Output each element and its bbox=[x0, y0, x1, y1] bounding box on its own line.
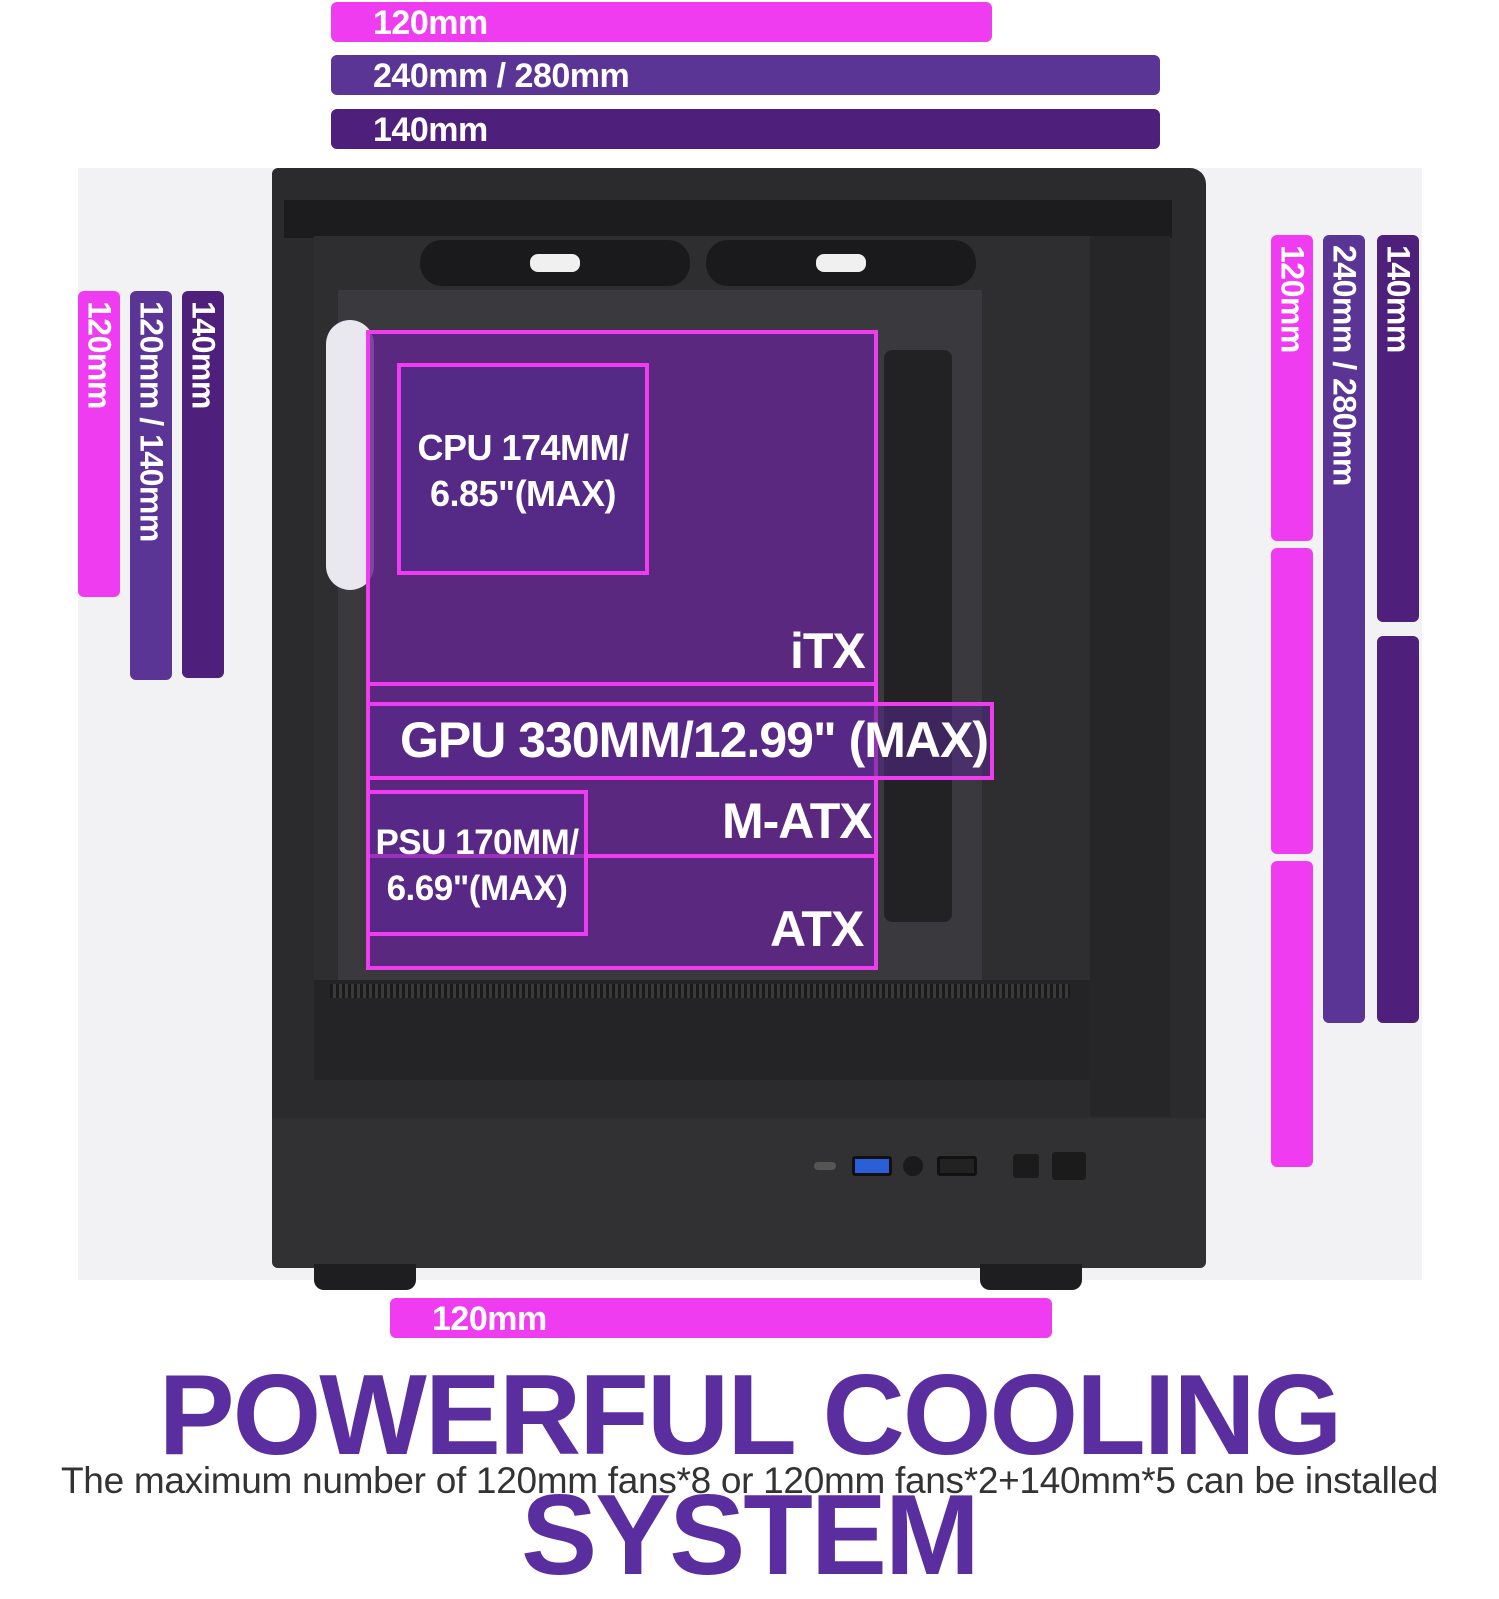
matx-label: M-ATX bbox=[722, 793, 873, 849]
fan-hub-icon bbox=[816, 254, 866, 272]
side-fan-bar-240-280: 240mm / 280mm bbox=[1323, 235, 1365, 1023]
usb-c-port-icon bbox=[814, 1162, 836, 1170]
top-fan-bar-140-right bbox=[732, 109, 1160, 149]
top-fan-bar-120-right bbox=[644, 2, 992, 42]
side-fan-label-140: 140mm bbox=[1380, 245, 1417, 353]
cpu-clearance-box: CPU 174MM/ 6.85"(MAX) bbox=[397, 363, 649, 575]
cpu-clearance-line1: CPU 174MM/ bbox=[417, 427, 629, 468]
bottom-fan-bar-120-right bbox=[704, 1298, 1052, 1338]
usb2-port-icon bbox=[937, 1156, 977, 1176]
rear-fan-label-120: 120mm bbox=[81, 301, 118, 409]
side-fan-bar-140-1: 140mm bbox=[1377, 235, 1419, 622]
page-subtitle: The maximum number of 120mm fans*8 or 12… bbox=[61, 1460, 1438, 1501]
case-front-frame bbox=[1090, 236, 1170, 1116]
itx-boundary bbox=[366, 682, 878, 686]
power-button-icon bbox=[1052, 1152, 1086, 1180]
usb3-port-icon bbox=[852, 1156, 892, 1176]
top-fan-label-240-280: 240mm / 280mm bbox=[373, 57, 630, 95]
case-foot-right bbox=[980, 1264, 1082, 1290]
top-fan-bar-120-left: 120mm bbox=[331, 2, 679, 42]
side-fan-label-120: 120mm bbox=[1274, 245, 1311, 353]
fan-hub-icon bbox=[530, 254, 580, 272]
bottom-fan-bar-120-left: 120mm bbox=[390, 1298, 738, 1338]
matx-boundary bbox=[366, 854, 878, 858]
top-fan-label-140: 140mm bbox=[373, 111, 488, 149]
reset-button-icon bbox=[1013, 1154, 1039, 1178]
atx-label: ATX bbox=[770, 901, 864, 957]
case-top-rail bbox=[284, 200, 1172, 238]
rear-fan-bar-120-140: 120mm / 140mm bbox=[130, 291, 172, 680]
psu-clearance-line2: 6.69"(MAX) bbox=[386, 869, 568, 908]
top-fan-1 bbox=[420, 240, 690, 286]
cpu-clearance-line2: 6.85"(MAX) bbox=[429, 473, 617, 514]
rear-fan-label-140: 140mm bbox=[185, 301, 222, 409]
side-fan-bar-120-3 bbox=[1271, 861, 1313, 1167]
front-io-panel bbox=[272, 1118, 1206, 1268]
rear-fan-bar-140: 140mm bbox=[182, 291, 224, 678]
audio-jack-icon bbox=[903, 1156, 923, 1176]
gpu-clearance-label: GPU 330MM/12.99" (MAX) bbox=[400, 712, 989, 768]
cable-management-slot bbox=[884, 350, 952, 922]
case-foot-left bbox=[314, 1264, 416, 1290]
psu-clearance-line1: PSU 170MM/ bbox=[375, 823, 579, 862]
rear-fan-label-120-140: 120mm / 140mm bbox=[133, 301, 170, 542]
top-fan-label-120: 120mm bbox=[373, 4, 488, 42]
side-fan-bar-120-1: 120mm bbox=[1271, 235, 1313, 541]
psu-clearance-box: PSU 170MM/ 6.69"(MAX) bbox=[366, 790, 588, 936]
side-fan-bar-140-2 bbox=[1377, 636, 1419, 1023]
top-fan-bar-140-left: 140mm bbox=[331, 109, 760, 149]
itx-label: iTX bbox=[790, 623, 866, 679]
side-fan-bar-120-2 bbox=[1271, 548, 1313, 854]
rear-fan-bar-120: 120mm bbox=[78, 291, 120, 597]
top-fan-2 bbox=[706, 240, 976, 286]
bottom-fan-label-120: 120mm bbox=[432, 1300, 547, 1338]
gpu-clearance-box: GPU 330MM/12.99" (MAX) bbox=[366, 702, 994, 780]
shroud-vent bbox=[330, 984, 1070, 998]
side-fan-label-240-280: 240mm / 280mm bbox=[1326, 245, 1363, 486]
top-fan-bar-240-280: 240mm / 280mm bbox=[331, 55, 1160, 95]
